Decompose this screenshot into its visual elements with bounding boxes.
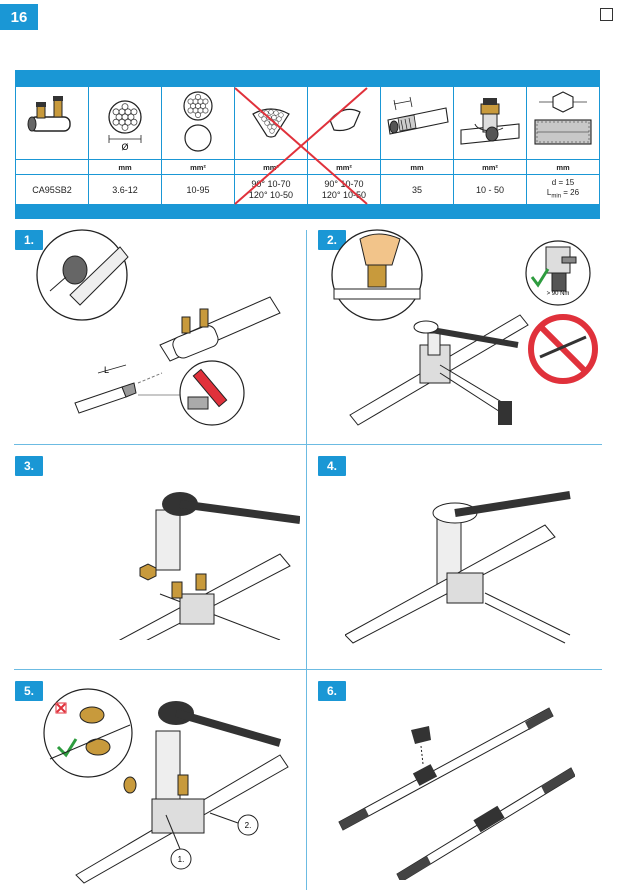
step-3-badge: 3.	[15, 456, 43, 476]
step-5-illustration: 1. 2.	[43, 688, 289, 884]
hex-cell: d = 15 Lmin = 26	[526, 174, 600, 206]
stranded-and-solid-icon	[161, 86, 235, 160]
torque-label: > 90 Nm	[547, 291, 570, 297]
sector-stranded-cell: 90° 10-70 120° 10-50	[234, 174, 308, 206]
grid-vertical-divider	[306, 230, 307, 890]
unit-cell: mm	[526, 159, 600, 175]
callout-1: 1.	[178, 855, 185, 864]
round-stranded-icon: Ø	[88, 86, 162, 160]
unit-cell: mm²	[161, 159, 235, 175]
sector-a-line2: 120° 10-50	[248, 190, 294, 200]
unit-cell: mm	[380, 159, 454, 175]
step-2-badge: 2.	[318, 230, 346, 250]
d-value: d = 15	[551, 178, 575, 188]
spec-unit-row: mm mm² mm² mm² mm mm² mm	[15, 159, 600, 175]
cross-section-cell: 10-95	[161, 174, 235, 206]
grid-divider-1	[14, 444, 602, 445]
step-3-illustration	[119, 492, 300, 640]
step-6-illustration	[338, 707, 575, 880]
strip-length-label: L	[104, 365, 109, 375]
corner-checkbox[interactable]	[600, 8, 613, 21]
table-top-band	[15, 70, 600, 86]
hex-key-icon	[526, 86, 600, 160]
grid-divider-2	[14, 669, 602, 670]
unit-cell	[15, 159, 89, 175]
strip-length-cell: 35	[380, 174, 454, 206]
page-number: 16	[0, 4, 38, 30]
table-bottom-band	[15, 204, 600, 219]
unit-cell: mm	[88, 159, 162, 175]
unit-cell: mm²	[453, 159, 527, 175]
step-2-illustration: > 90 Nm	[331, 229, 598, 426]
tap-range-cell: 10 - 50	[453, 174, 527, 206]
callout-2: 2.	[245, 821, 252, 830]
model-cell: CA95SB2	[15, 174, 89, 206]
strip-length-icon	[380, 86, 454, 160]
l-min-value: Lmin = 26	[546, 188, 580, 200]
step-4-illustration	[345, 491, 571, 644]
step-1-illustration: L	[36, 229, 281, 426]
step-1-badge: 1.	[15, 230, 43, 250]
tap-range-icon	[453, 86, 527, 160]
not-applicable-cross	[234, 87, 368, 205]
spec-value-row: CA95SB2 3.6-12 10-95 90° 10-70 120° 10-5…	[15, 174, 600, 206]
connector-icon	[15, 86, 89, 160]
step-4-badge: 4.	[318, 456, 346, 476]
sector-a-line1: 90° 10-70	[251, 179, 291, 189]
step-6-badge: 6.	[318, 681, 346, 701]
step-5-badge: 5.	[15, 681, 43, 701]
sector-b-line2: 120° 10-50	[321, 190, 367, 200]
diameter-symbol: Ø	[121, 142, 128, 152]
diameter-cell: 3.6-12	[88, 174, 162, 206]
